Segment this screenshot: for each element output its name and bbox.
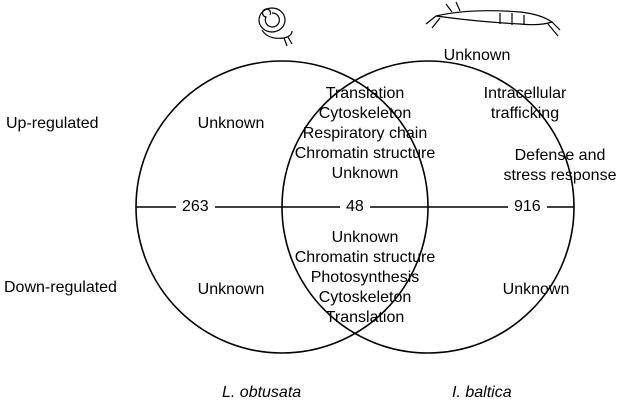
count-left: 263 [176,197,215,217]
region-line: stress response [503,167,617,184]
left-down-region: Unknown [186,280,276,300]
region-line: trafficking [490,105,560,122]
snail-icon [258,7,293,47]
region-line: Defense and [514,147,606,164]
left-up-region: Unknown [186,114,276,134]
region-line: Photosynthesis [310,269,420,286]
region-line: Chromatin structure [294,249,436,266]
region-line: Respiratory chain [302,125,428,142]
right-up-mid-region: Intracellular trafficking [470,84,580,124]
isopod-icon [425,1,561,37]
species-left-label: L. obtusata [222,384,302,401]
region-line: Cytoskeleton [318,105,412,122]
region-line: Translation [325,309,405,326]
region-line: Chromatin structure [294,145,436,162]
region-line: Unknown [197,115,265,132]
row-label-down-regulated: Down-regulated [4,279,117,296]
region-line: Unknown [443,47,511,64]
right-up-top-region: Unknown [432,46,522,66]
region-line: Intracellular [483,85,567,102]
region-line: Unknown [331,229,399,246]
count-overlap: 48 [340,197,370,217]
row-label-up-regulated: Up-regulated [6,115,99,132]
region-line: Unknown [331,165,399,182]
region-line: Translation [325,85,405,102]
right-up-low-region: Defense and stress response [490,146,630,186]
right-down-region: Unknown [486,280,586,300]
count-right: 916 [508,197,547,217]
region-line: Unknown [502,281,570,298]
region-line: Unknown [197,281,265,298]
species-right-label: I. baltica [452,384,512,401]
region-line: Cytoskeleton [318,289,412,306]
